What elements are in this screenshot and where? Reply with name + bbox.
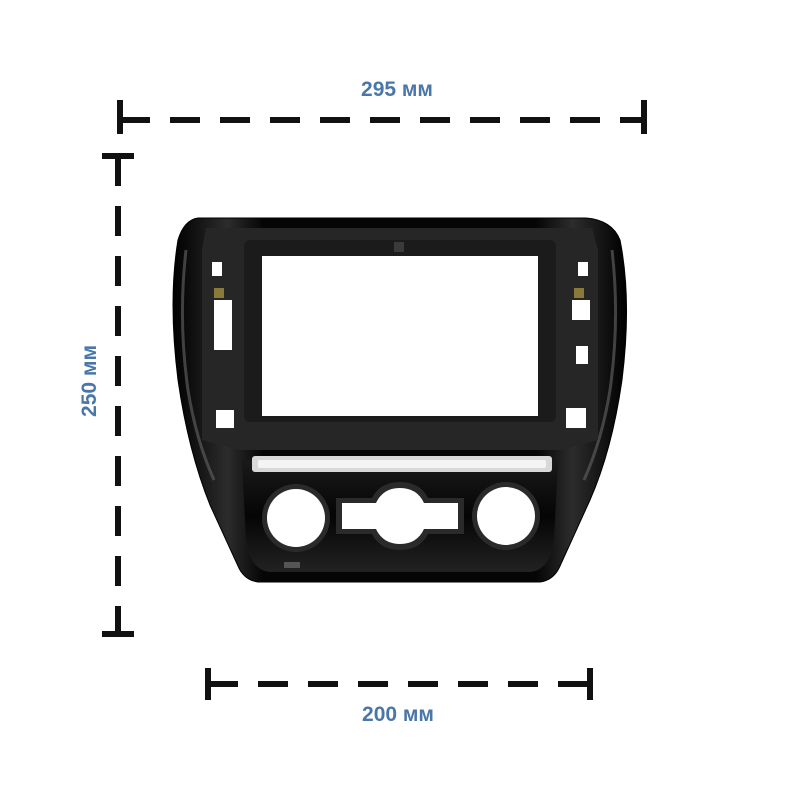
bottom-width-label: 200 мм (362, 703, 434, 726)
right-mount-screw (574, 288, 584, 298)
frame-left-highlight (180, 249, 216, 481)
height-dimension: 250 мм (78, 153, 134, 637)
right-mount-slot-bottom (566, 408, 586, 428)
left-mount-screw (214, 288, 224, 298)
center-control-opening (342, 488, 458, 544)
right-knob-hole (477, 487, 535, 545)
screen-opening (262, 256, 538, 416)
left-mount-slot-bottom (216, 410, 234, 428)
left-mount-slot-mid (214, 300, 232, 350)
radio-fascia-frame (172, 217, 628, 583)
right-mount-slot-lower (576, 346, 588, 364)
top-width-dimension: 295 мм (117, 78, 647, 134)
left-mount-slot-top (212, 262, 222, 276)
left-knob-hole (267, 489, 325, 547)
top-width-label: 295 мм (361, 78, 433, 101)
height-label: 250 мм (78, 345, 101, 417)
bottom-width-dimension: 200 мм (205, 668, 593, 726)
right-mount-slot-mid (572, 300, 590, 320)
screen-top-clip (394, 242, 404, 252)
frame-right-highlight (582, 249, 618, 481)
bottom-tab (284, 562, 300, 568)
right-mount-slot-top (578, 262, 588, 276)
climate-panel-top-strip-inner (258, 460, 546, 468)
